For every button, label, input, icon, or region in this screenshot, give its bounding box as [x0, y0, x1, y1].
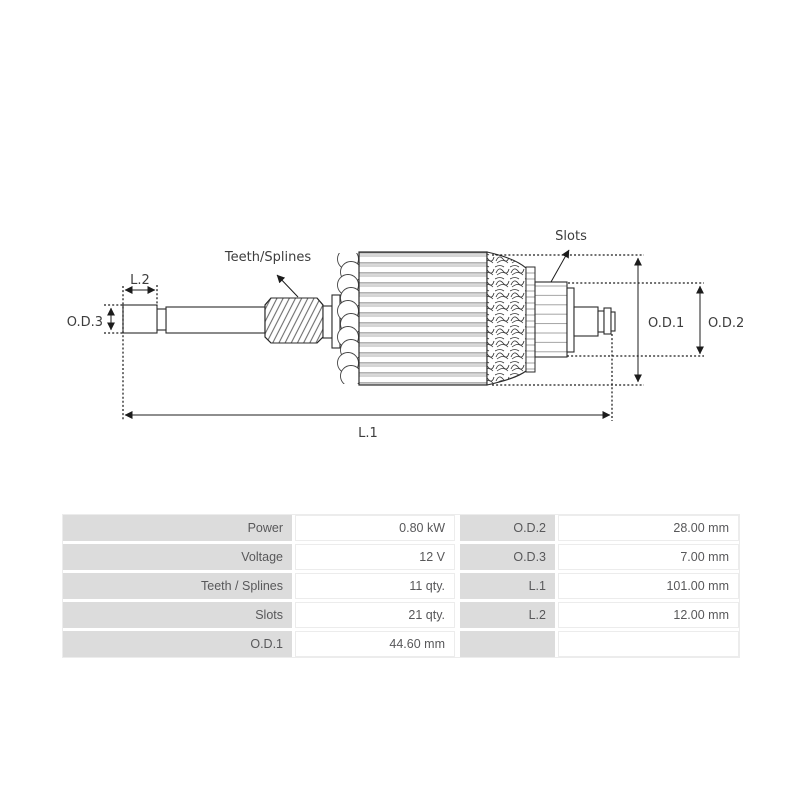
od1-dimension-label: O.D.1 — [648, 316, 684, 331]
armature-core — [358, 251, 488, 386]
spec-value-cell: 0.80 kW — [295, 515, 455, 541]
spec-label-cell: Slots — [63, 602, 292, 628]
slots-label: Slots — [555, 229, 587, 244]
spec-value-cell — [558, 631, 739, 657]
armature-diagram-svg: O.D.3 L.2 Teeth/Splines Slots O.D.1 O.D.… — [67, 229, 745, 441]
od2-dimension-label: O.D.2 — [708, 316, 744, 331]
teeth-splines-section — [264, 294, 341, 349]
l1-dimension-label: L.1 — [358, 426, 378, 441]
spec-label-cell: Power — [63, 515, 292, 541]
armature-technical-drawing: O.D.3 L.2 Teeth/Splines Slots O.D.1 O.D.… — [67, 229, 745, 441]
teeth-splines-label: Teeth/Splines — [224, 250, 311, 265]
dimension-lines — [107, 249, 704, 419]
spec-label-cell: L.1 — [460, 573, 555, 599]
spec-value-cell: 11 qty. — [295, 573, 455, 599]
spec-table: Power 0.80 kW O.D.2 28.00 mm Voltage 12 … — [62, 514, 740, 658]
spec-label-cell — [460, 631, 555, 657]
table-row: Teeth / Splines 11 qty. L.1 101.00 mm — [63, 573, 739, 599]
shaft-right-section — [573, 306, 616, 337]
spec-value-cell: 44.60 mm — [295, 631, 455, 657]
table-row: O.D.1 44.60 mm — [63, 631, 739, 657]
extension-lines — [104, 254, 704, 421]
spec-label-cell: O.D.3 — [460, 544, 555, 570]
slots-leader-arrow — [550, 249, 570, 283]
spec-value-cell: 21 qty. — [295, 602, 455, 628]
table-row: Slots 21 qty. L.2 12.00 mm — [63, 602, 739, 628]
spec-value-cell: 12 V — [295, 544, 455, 570]
table-row: Power 0.80 kW O.D.2 28.00 mm — [63, 515, 739, 541]
spec-value-cell: 101.00 mm — [558, 573, 739, 599]
spec-value-cell: 12.00 mm — [558, 602, 739, 628]
spec-label-cell: O.D.1 — [63, 631, 292, 657]
od3-dimension-label: O.D.3 — [67, 315, 103, 330]
teeth-splines-leader-arrow — [276, 274, 299, 298]
table-row: Voltage 12 V O.D.3 7.00 mm — [63, 544, 739, 570]
spec-value-cell: 7.00 mm — [558, 544, 739, 570]
l2-dimension-label: L.2 — [130, 273, 150, 288]
spec-label-cell: L.2 — [460, 602, 555, 628]
commutator-section — [486, 251, 575, 386]
spec-value-cell: 28.00 mm — [558, 515, 739, 541]
spec-label-cell: O.D.2 — [460, 515, 555, 541]
shaft-left-section — [122, 304, 266, 334]
spec-label-cell: Teeth / Splines — [63, 573, 292, 599]
spec-label-cell: Voltage — [63, 544, 292, 570]
winding-left-scallops — [337, 253, 360, 384]
